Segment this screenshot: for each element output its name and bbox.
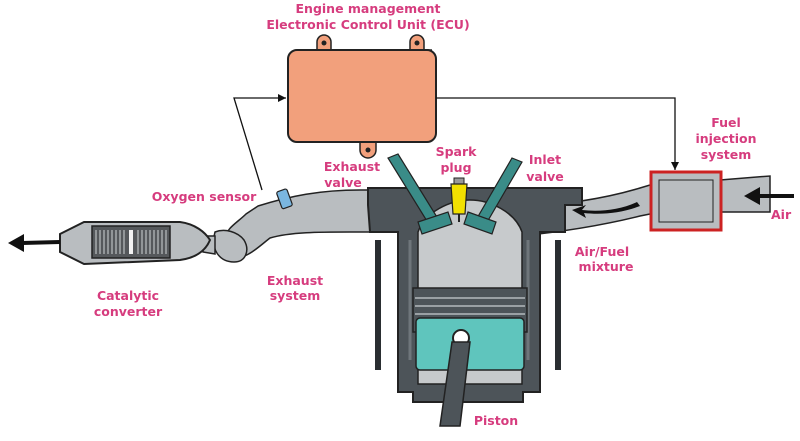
- spark-plug-label-line2: plug: [440, 160, 471, 175]
- piston-label: Piston: [474, 413, 518, 428]
- inlet-valve-label-line1: Inlet: [529, 152, 561, 167]
- inlet-valve: [463, 157, 523, 235]
- exhaust-system-label-line1: Exhaust: [267, 273, 323, 288]
- piston: [412, 287, 528, 427]
- exhaust-valve: [387, 153, 453, 235]
- air-fuel-label-line1: Air/Fuel: [575, 244, 629, 259]
- fuel-injection-label-line1: Fuel: [711, 115, 741, 130]
- exhaust-pipe: [202, 189, 381, 263]
- ecu-label-line2: Electronic Control Unit (ECU): [266, 17, 469, 32]
- ecu-label-line1: Engine management: [296, 1, 441, 16]
- fuel-injection-label-line3: system: [701, 147, 752, 162]
- catalytic-converter: [59, 221, 212, 266]
- oxygen-sensor: [276, 188, 293, 210]
- inlet-valve-label-line2: valve: [526, 169, 564, 184]
- air-label: Air: [771, 207, 792, 222]
- exhaust-valve-label-line2: valve: [324, 175, 362, 190]
- fuel-injection-box: [649, 170, 723, 232]
- oxygen-sensor-label: Oxygen sensor: [152, 189, 257, 204]
- catalytic-converter-label-line2: converter: [94, 304, 163, 319]
- fuel-injection-label-line2: injection: [695, 131, 756, 146]
- air-fuel-label-line2: mixture: [579, 259, 634, 274]
- exhaust-system-label-line2: system: [270, 288, 321, 303]
- ecu-box: [287, 34, 437, 159]
- exhaust-valve-label-line1: Exhaust: [324, 159, 380, 174]
- spark-plug: [450, 177, 468, 222]
- flow-arrows: [8, 187, 794, 252]
- catalytic-converter-label-line1: Catalytic: [97, 288, 159, 303]
- signal-lines: [233, 94, 679, 191]
- spark-plug-label-line1: Spark: [436, 144, 478, 159]
